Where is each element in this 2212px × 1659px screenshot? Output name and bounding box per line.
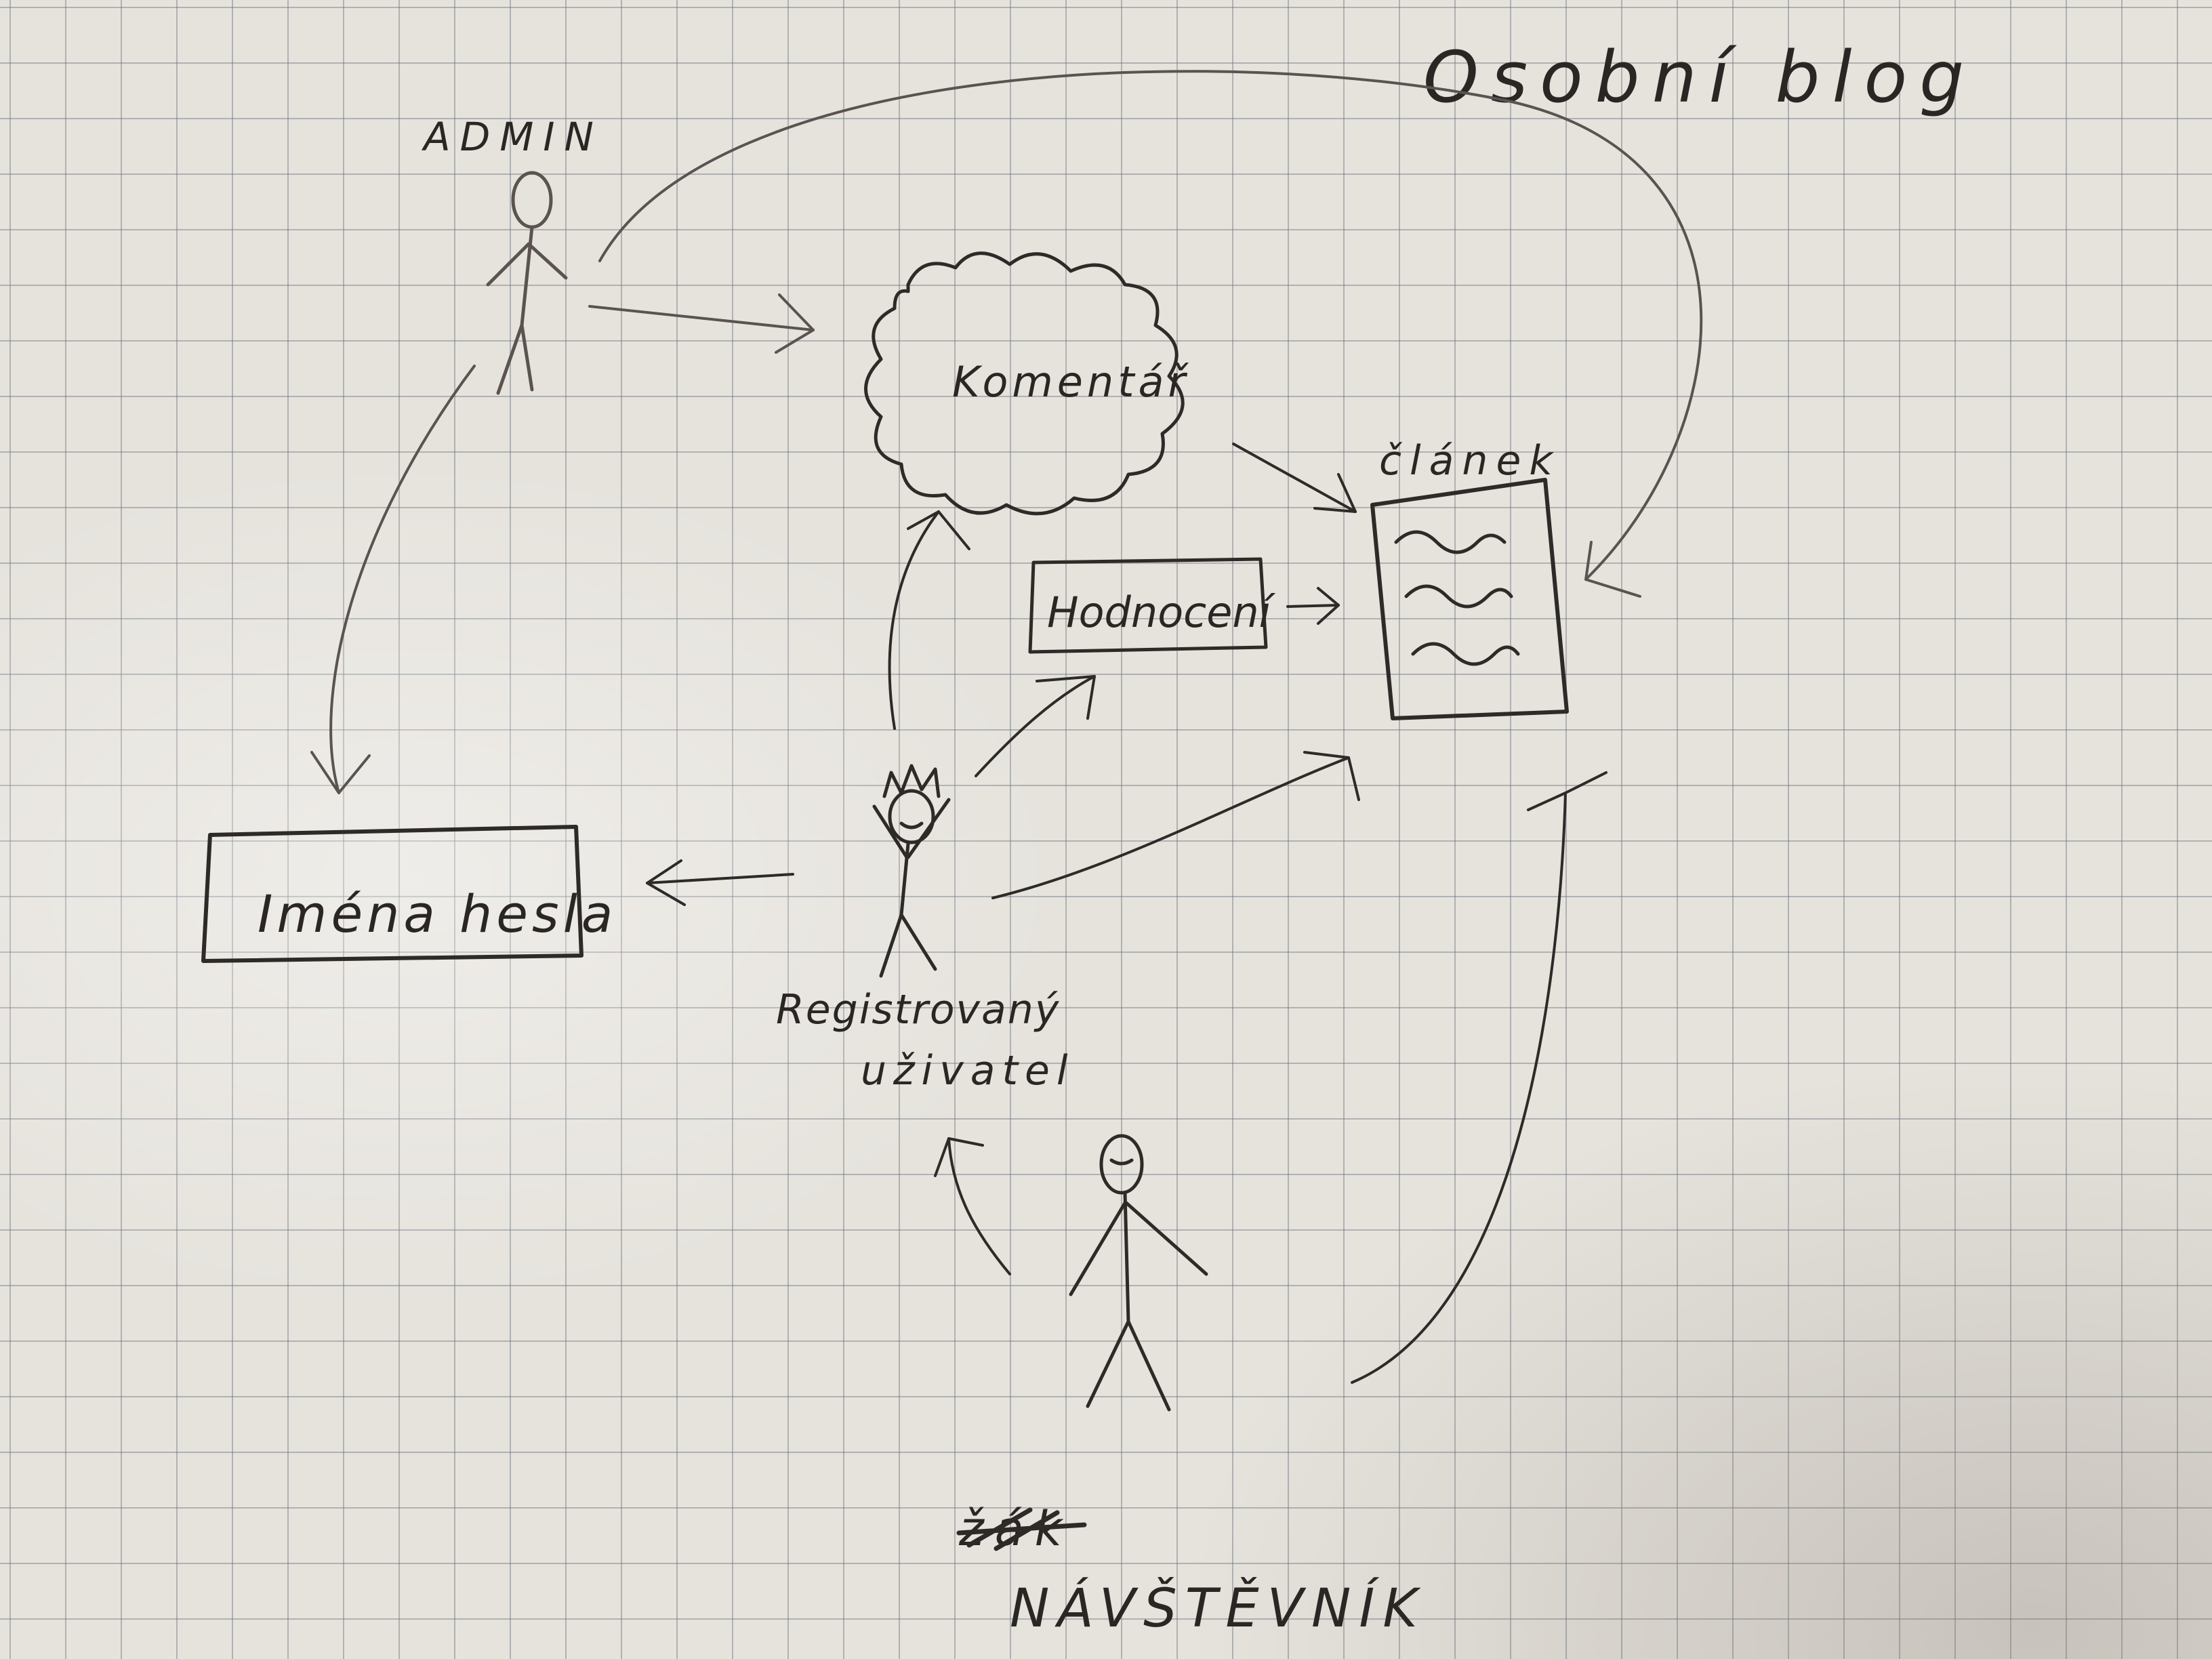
visitor-label: NÁVŠTĚVNÍK (1010, 1577, 1425, 1639)
article-label: článek (1379, 437, 1561, 485)
registered-user-stick-figure (872, 764, 951, 978)
rating-box (1028, 557, 1268, 654)
arrow-admin-to-comment (588, 293, 815, 354)
arrow-admin-to-article (598, 70, 1703, 598)
comment-label: Komentář (952, 357, 1189, 407)
admin-label: ADMIN (421, 114, 603, 160)
arrow-user-to-rating (975, 675, 1096, 777)
arrow-visitor-to-article (1351, 771, 1607, 1384)
arrow-comment-to-article (1232, 443, 1357, 513)
rating-label: Hodnocení (1047, 588, 1276, 637)
admin-stick-figure (486, 171, 568, 395)
article-document (1370, 478, 1569, 720)
visitor-strikeout (956, 1507, 1087, 1551)
diagram-title: Osobní blog (1423, 36, 1976, 119)
credentials-box (201, 825, 583, 963)
arrow-admin-to-credentials (310, 365, 476, 794)
comment-cloud (864, 251, 1185, 516)
arrow-user-to-article (991, 751, 1360, 899)
arrow-visitor-to-user (934, 1137, 1011, 1275)
credentials-label: Iména hesla (258, 884, 617, 944)
arrow-rating-to-article (1286, 587, 1340, 625)
arrow-user-to-comment (888, 510, 970, 730)
registered-user-label-line2: uživatel (861, 1047, 1075, 1094)
visitor-stick-figure (1069, 1134, 1208, 1412)
registered-user-label-line1: Registrovaný (776, 986, 1060, 1033)
arrow-user-to-credentials (646, 859, 794, 906)
